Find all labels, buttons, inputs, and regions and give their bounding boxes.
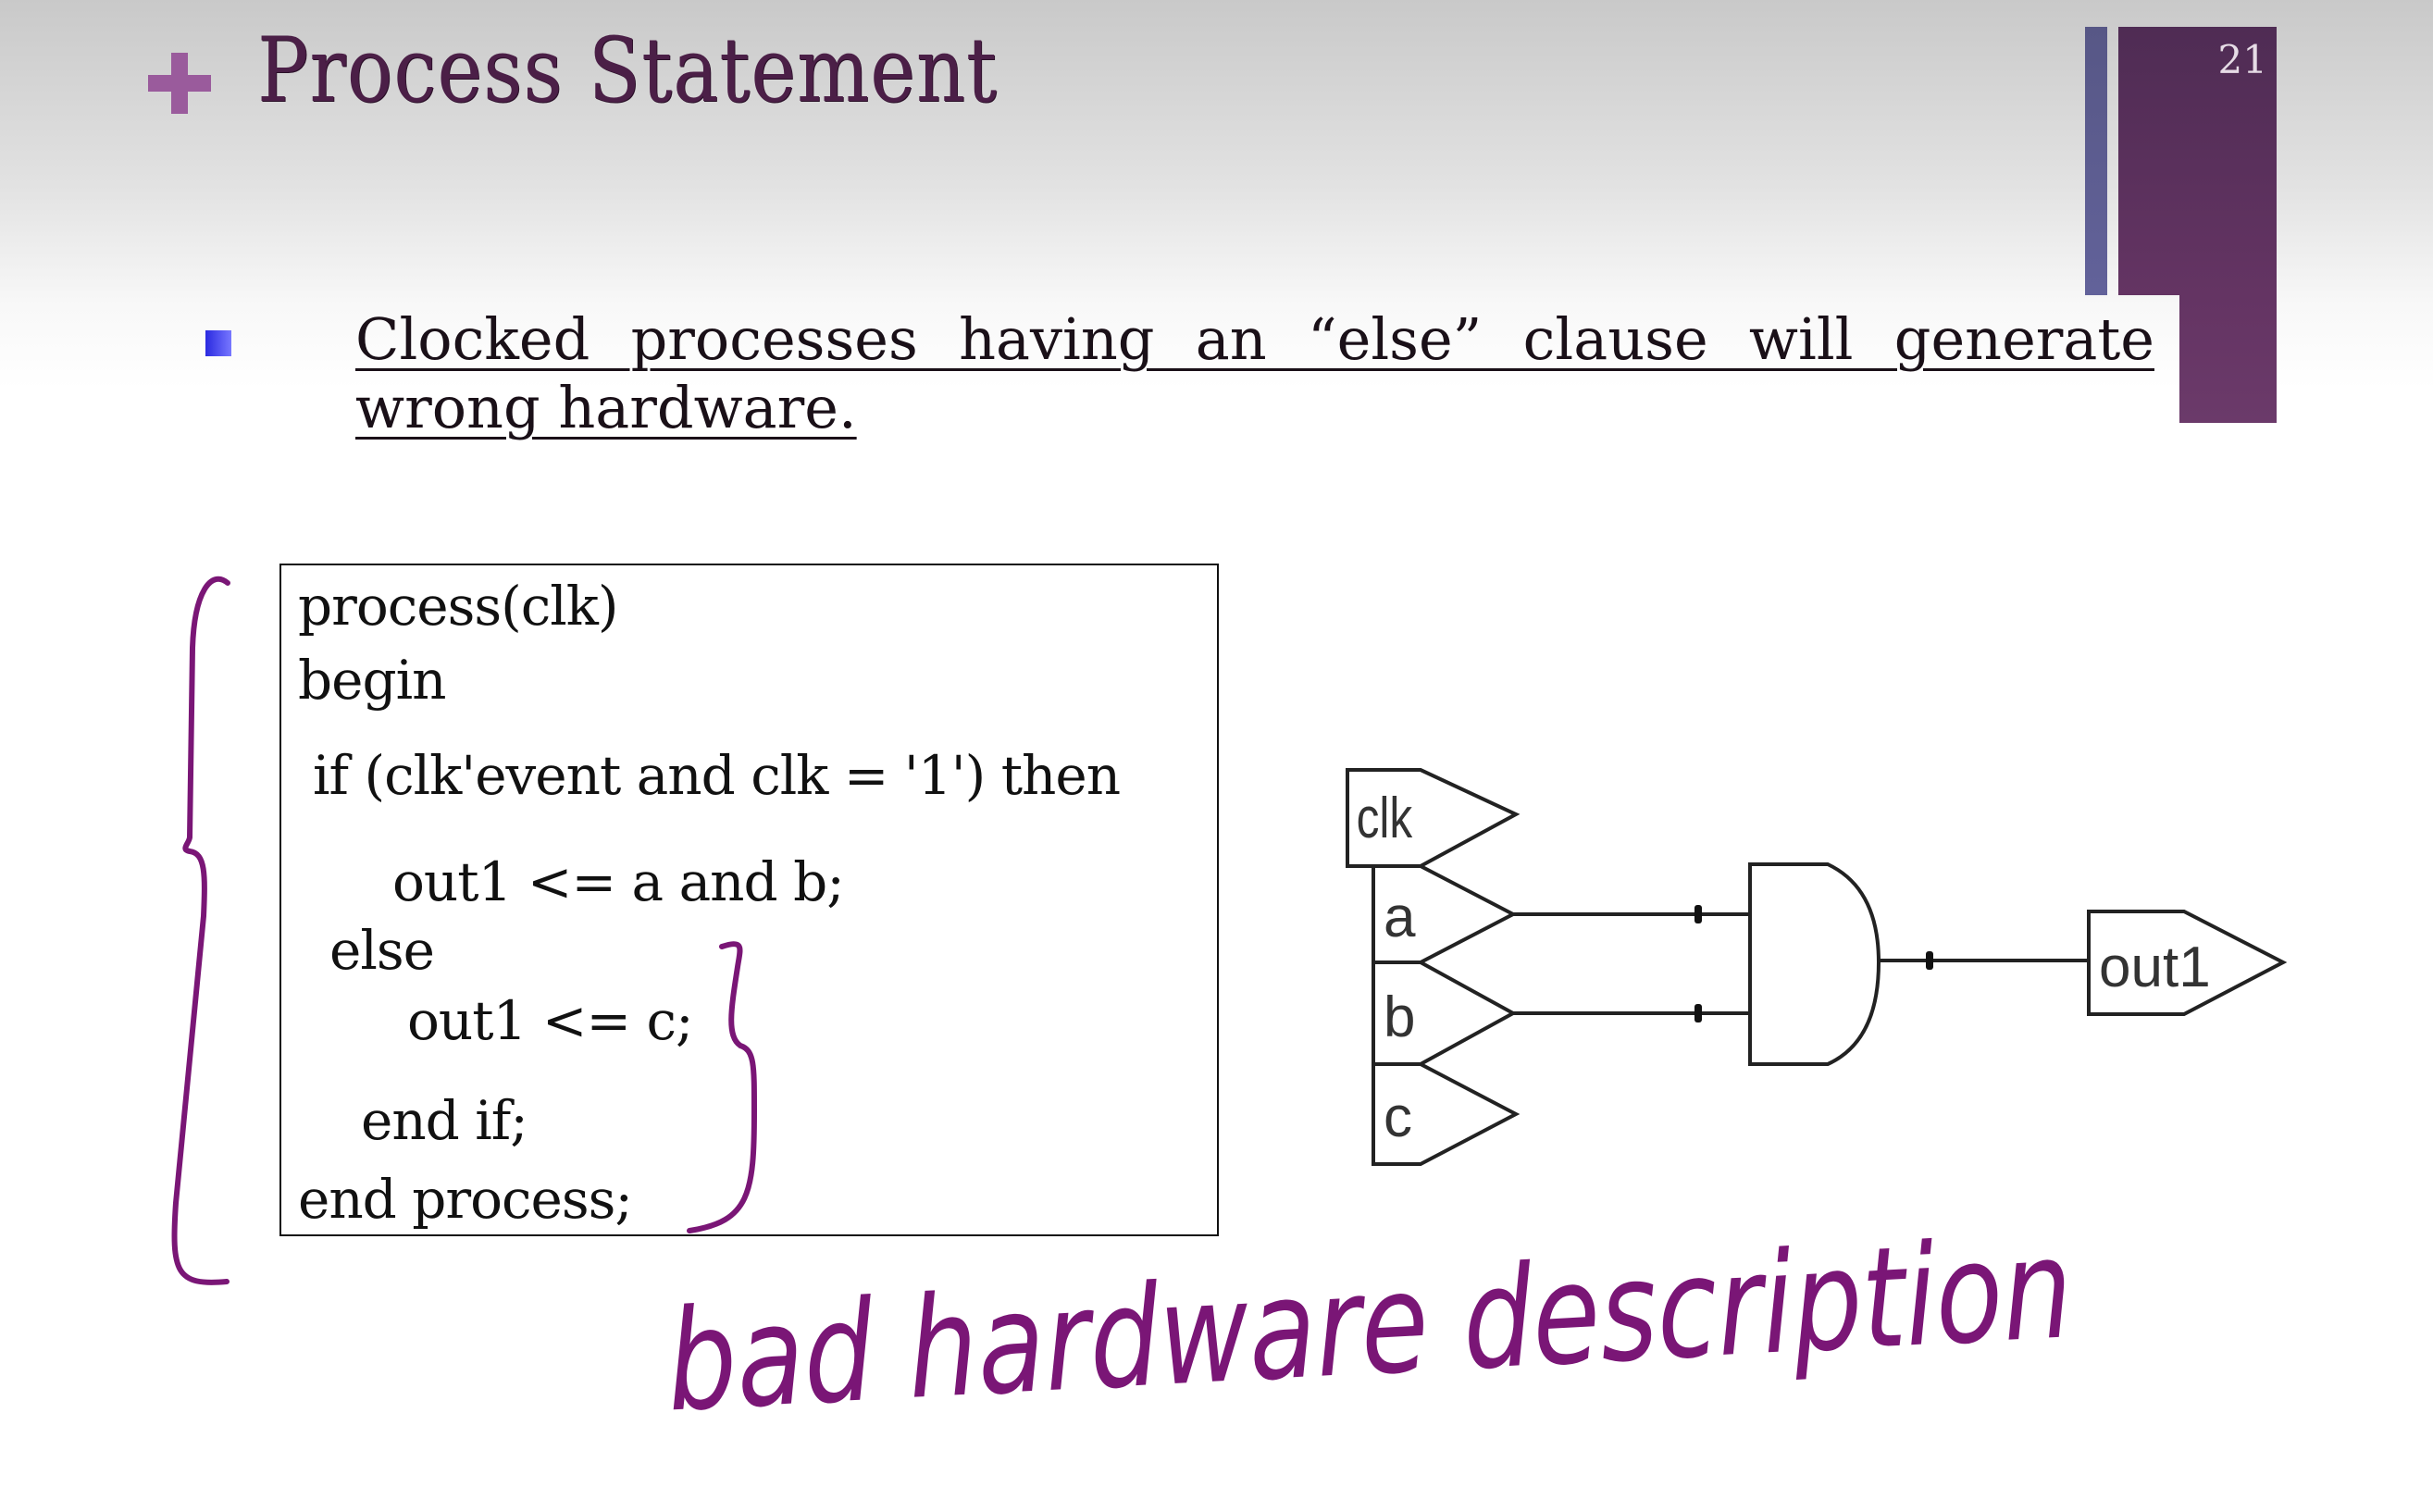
code-line: else — [329, 919, 435, 982]
square-bullet-icon — [205, 330, 231, 356]
accent-bar-blue — [2085, 27, 2107, 295]
svg-text:c: c — [1384, 1085, 1412, 1149]
code-line: end if; — [361, 1089, 528, 1152]
input-port-c: c — [1372, 1062, 1521, 1166]
slide-number: 21 — [2217, 37, 2267, 82]
accent-block-purple-extension — [2179, 295, 2277, 423]
code-line: out1 <= c; — [407, 989, 694, 1052]
svg-text:a: a — [1384, 886, 1416, 949]
output-port-out1: out1 — [2087, 910, 2288, 1016]
slide-title: Process Statement — [257, 19, 998, 122]
code-line: if (clk'event and clk = '1') then — [313, 744, 1121, 807]
code-line: process(clk) — [298, 575, 619, 638]
wire-junction-b — [1694, 1004, 1702, 1022]
bullet-text: Clocked processes having an “else” claus… — [355, 305, 2154, 441]
input-port-b: b — [1372, 960, 1518, 1066]
code-line: out1 <= a and b; — [392, 850, 845, 913]
code-line: begin — [298, 649, 446, 712]
accent-block-purple — [2118, 27, 2277, 295]
and-gate-icon — [1748, 862, 1881, 1066]
right-brace-annotation — [687, 941, 757, 1233]
left-brace-annotation — [171, 576, 230, 1285]
plus-icon — [148, 53, 211, 114]
wire-junction-out — [1926, 951, 1933, 970]
wire-junction-a — [1694, 905, 1702, 923]
svg-text:out1: out1 — [2099, 936, 2211, 999]
input-port-a: a — [1372, 864, 1518, 964]
input-port-clk: clk — [1346, 768, 1521, 868]
code-line: end process; — [298, 1168, 633, 1231]
handwritten-annotation: bad hardware description — [663, 1208, 2076, 1443]
svg-text:b: b — [1384, 985, 1415, 1049]
code-block: process(clk) begin if (clk'event and clk… — [279, 564, 1219, 1236]
svg-text:clk: clk — [1357, 786, 1413, 850]
